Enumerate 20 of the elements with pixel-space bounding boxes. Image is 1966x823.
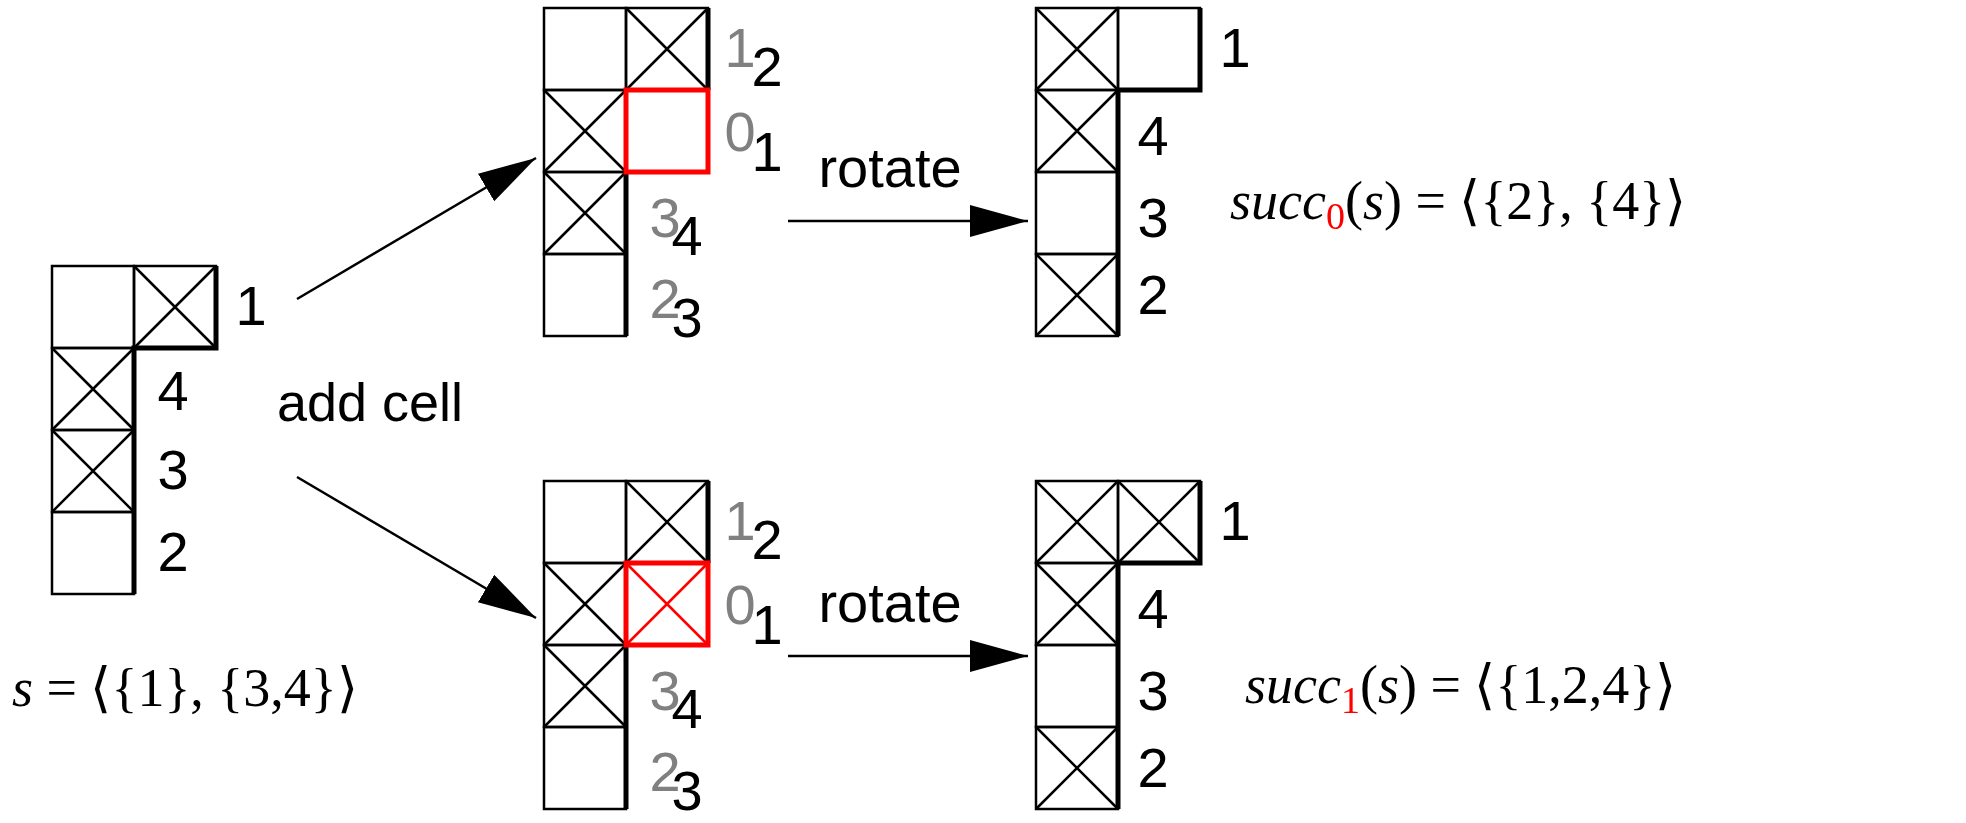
row-number: 4 — [1137, 108, 1169, 164]
row-number: 2 — [1137, 740, 1169, 796]
arrow — [296, 475, 537, 620]
row-number: 2 — [157, 524, 189, 580]
arrow — [788, 205, 1028, 237]
formula-text: succ$_{1}$(s) = ⟨{1,2,4}⟩ — [1245, 654, 1677, 720]
row-number: 1 — [1219, 493, 1251, 549]
arrow — [788, 640, 1028, 672]
formula-text: s = ⟨{1}, {3,4}⟩ — [12, 657, 359, 720]
row-number: 3 — [1137, 190, 1169, 246]
row-number: 1 — [1219, 20, 1251, 76]
formula-text: succ$_{0}$(s) = ⟨{2}, {4}⟩ — [1230, 170, 1687, 236]
row-number: 1 — [235, 278, 267, 334]
row-number: 3 — [157, 442, 189, 498]
arrow — [296, 156, 537, 301]
row-number: 4 — [1137, 581, 1169, 637]
row-number: 3 — [1137, 663, 1169, 719]
row-number: 4 — [157, 363, 189, 419]
row-number: 2 — [1137, 267, 1169, 323]
operation-label: add cell — [276, 371, 464, 435]
